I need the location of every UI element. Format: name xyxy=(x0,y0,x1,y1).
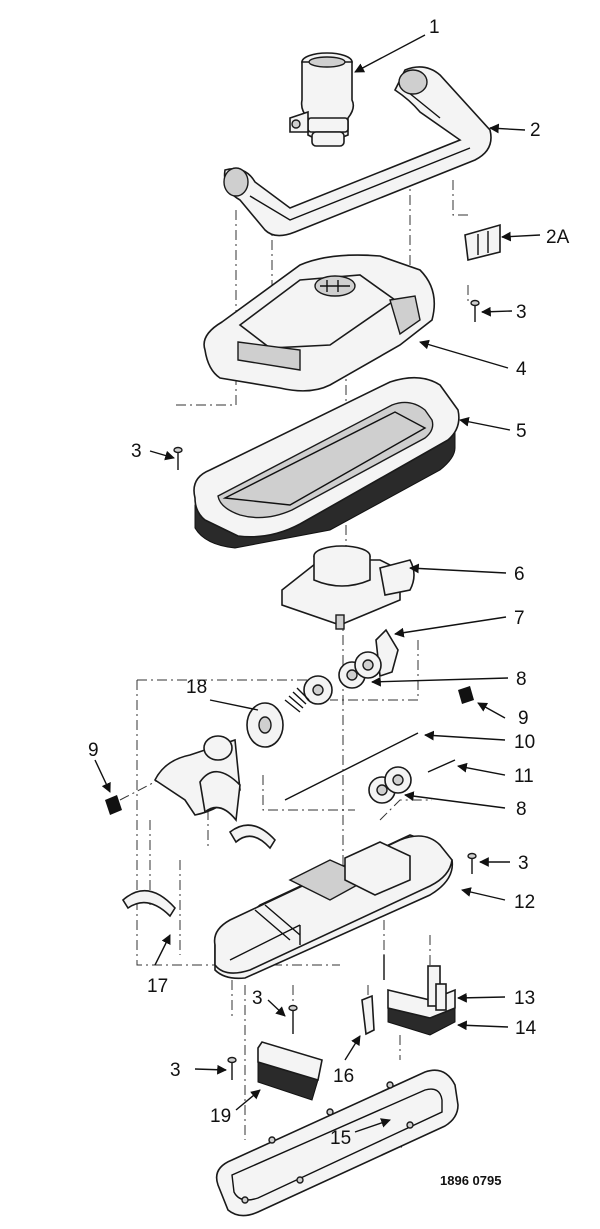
callout-3-right: 3 xyxy=(518,853,529,874)
callout-8-lower: 8 xyxy=(516,799,527,820)
callout-13: 13 xyxy=(514,988,535,1009)
callout-9-right: 9 xyxy=(518,708,529,729)
callout-10: 10 xyxy=(514,732,535,753)
callout-4: 4 xyxy=(516,359,527,380)
part-1-swivel-pipe xyxy=(289,52,355,147)
part-12-base-housing xyxy=(213,834,454,980)
callout-12: 12 xyxy=(514,892,535,913)
callout-labels: 1 2 2A 3 4 5 3 6 7 8 18 9 9 10 11 8 3 12… xyxy=(88,17,570,1188)
part-13-side-brush xyxy=(387,965,456,1036)
callout-2a: 2A xyxy=(546,227,570,248)
callout-9-left: 9 xyxy=(88,740,99,761)
part-14-bottom-plate xyxy=(215,1069,459,1217)
callout-5: 5 xyxy=(516,421,527,442)
callout-leaders xyxy=(94,34,541,1133)
callout-3-mid: 3 xyxy=(252,988,263,1009)
callout-2: 2 xyxy=(530,120,541,141)
callout-19: 19 xyxy=(210,1106,231,1127)
callout-16: 16 xyxy=(333,1066,354,1087)
callout-15: 15 xyxy=(330,1128,351,1149)
part-2-handle xyxy=(223,66,492,237)
part-19-front-brush xyxy=(257,1041,323,1101)
part-18-turbine xyxy=(246,675,333,748)
callout-3-left: 3 xyxy=(131,441,142,462)
assembly-guide-lines xyxy=(119,175,472,1140)
callout-14: 14 xyxy=(515,1018,537,1039)
part-8-gears-upper xyxy=(338,651,382,689)
callout-11: 11 xyxy=(514,766,534,787)
callout-17: 17 xyxy=(147,976,168,997)
part-8-gears-lower xyxy=(368,766,412,804)
callout-3-top: 3 xyxy=(516,302,527,323)
part-9-end-caps xyxy=(105,686,474,815)
callout-6: 6 xyxy=(514,564,525,585)
part-4-top-cover xyxy=(203,254,436,392)
part-10-shaft xyxy=(284,732,419,801)
part-5-brush-ring xyxy=(193,376,460,549)
part-3-screws xyxy=(173,299,480,1080)
callout-18: 18 xyxy=(186,677,207,698)
callout-3-lower: 3 xyxy=(170,1060,181,1081)
turbine-housing xyxy=(153,735,241,823)
diagram-code: 1896 0795 xyxy=(440,1173,501,1188)
part-17-shells xyxy=(121,824,277,918)
part-2a-clip xyxy=(464,223,501,261)
callout-1: 1 xyxy=(429,17,440,38)
part-6-manifold xyxy=(281,545,415,630)
part-16-clip xyxy=(361,994,375,1036)
part-11-pin xyxy=(427,759,456,773)
callout-8-upper: 8 xyxy=(516,669,527,690)
callout-7: 7 xyxy=(514,608,525,629)
